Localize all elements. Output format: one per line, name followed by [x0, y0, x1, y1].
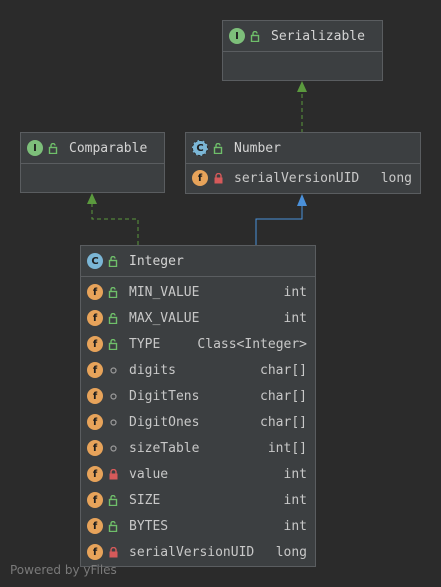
private-lock-icon: [107, 546, 119, 558]
node-integer-fields: f MIN_VALUE int f MAX_VALUE int f TYPE C…: [81, 277, 315, 565]
field-type: int: [283, 310, 307, 326]
field-type: char[]: [260, 388, 307, 404]
field-row[interactable]: f SIZE int: [81, 487, 315, 513]
field-icon: f: [87, 518, 103, 534]
field-name: digits: [129, 362, 176, 378]
package-private-icon: [107, 390, 119, 402]
private-lock-icon: [212, 172, 224, 184]
field-type: char[]: [260, 362, 307, 378]
field-type: int: [283, 284, 307, 300]
node-title: Number: [234, 140, 281, 156]
field-name: value: [129, 466, 169, 482]
edge-arrowhead-number: [297, 194, 307, 206]
edge-integer-implements-comparable: [91, 204, 139, 245]
node-number[interactable]: C Number f serialVersionUID long: [185, 132, 421, 194]
field-type: long: [380, 170, 412, 186]
node-integer-header: C Integer: [81, 246, 315, 277]
field-name: MAX_VALUE: [129, 310, 200, 326]
field-row[interactable]: f serialVersionUID long: [81, 539, 315, 565]
field-name: BYTES: [129, 518, 169, 534]
node-integer[interactable]: C Integer f MIN_VALUE int f MAX_VALUE in…: [80, 245, 316, 567]
field-icon: f: [192, 170, 208, 186]
field-icon: f: [87, 284, 103, 300]
edge-arrowhead-comparable: [87, 193, 97, 204]
public-lock-icon: [47, 142, 59, 154]
node-body: [223, 52, 382, 76]
public-lock-icon: [107, 255, 119, 267]
field-icon: f: [87, 414, 103, 430]
node-title: Comparable: [69, 140, 148, 156]
edge-integer-extends-number: [255, 206, 303, 245]
field-type: Class<Integer>: [197, 336, 307, 352]
field-icon: f: [87, 440, 103, 456]
field-row[interactable]: f TYPE Class<Integer>: [81, 331, 315, 357]
node-serializable-header: I Serializable: [223, 21, 382, 52]
package-private-icon: [107, 442, 119, 454]
field-type: char[]: [260, 414, 307, 430]
field-type: int[]: [267, 440, 307, 456]
field-name: DigitOnes: [129, 414, 200, 430]
field-name: MIN_VALUE: [129, 284, 200, 300]
node-comparable[interactable]: I Comparable: [20, 132, 165, 193]
public-lock-icon: [107, 494, 119, 506]
powered-by-footer: Powered by yFiles: [10, 563, 117, 577]
package-private-icon: [107, 416, 119, 428]
public-lock-icon: [107, 286, 119, 298]
node-number-header: C Number: [186, 133, 420, 164]
field-icon: f: [87, 336, 103, 352]
field-icon: f: [87, 310, 103, 326]
edge-arrowhead-serializable: [297, 81, 307, 92]
field-row[interactable]: f digits char[]: [81, 357, 315, 383]
node-title: Serializable: [271, 28, 365, 44]
field-row[interactable]: f BYTES int: [81, 513, 315, 539]
public-lock-icon: [107, 338, 119, 350]
field-name: SIZE: [129, 492, 161, 508]
field-name: serialVersionUID: [234, 170, 360, 186]
interface-icon: I: [229, 28, 245, 44]
node-comparable-header: I Comparable: [21, 133, 164, 164]
field-type: int: [283, 518, 307, 534]
field-name: serialVersionUID: [129, 544, 255, 560]
public-lock-icon: [249, 30, 261, 42]
field-type: long: [275, 544, 307, 560]
field-icon: f: [87, 544, 103, 560]
field-name: sizeTable: [129, 440, 200, 456]
field-row[interactable]: f MAX_VALUE int: [81, 305, 315, 331]
public-lock-icon: [212, 142, 224, 154]
field-name: TYPE: [129, 336, 161, 352]
node-body: [21, 164, 164, 188]
node-serializable[interactable]: I Serializable: [222, 20, 383, 81]
field-row[interactable]: f DigitTens char[]: [81, 383, 315, 409]
field-row[interactable]: f serialVersionUID long: [186, 165, 420, 191]
node-number-fields: f serialVersionUID long: [186, 164, 420, 191]
class-icon: C: [87, 253, 103, 269]
field-icon: f: [87, 388, 103, 404]
private-lock-icon: [107, 468, 119, 480]
interface-icon: I: [27, 140, 43, 156]
field-row[interactable]: f sizeTable int[]: [81, 435, 315, 461]
field-icon: f: [87, 466, 103, 482]
field-row[interactable]: f value int: [81, 461, 315, 487]
node-title: Integer: [129, 253, 184, 269]
field-icon: f: [87, 362, 103, 378]
public-lock-icon: [107, 520, 119, 532]
field-name: DigitTens: [129, 388, 200, 404]
field-icon: f: [87, 492, 103, 508]
field-type: int: [283, 492, 307, 508]
field-type: int: [283, 466, 307, 482]
package-private-icon: [107, 364, 119, 376]
public-lock-icon: [107, 312, 119, 324]
field-row[interactable]: f DigitOnes char[]: [81, 409, 315, 435]
field-row[interactable]: f MIN_VALUE int: [81, 279, 315, 305]
abstract-class-icon: C: [192, 140, 208, 156]
